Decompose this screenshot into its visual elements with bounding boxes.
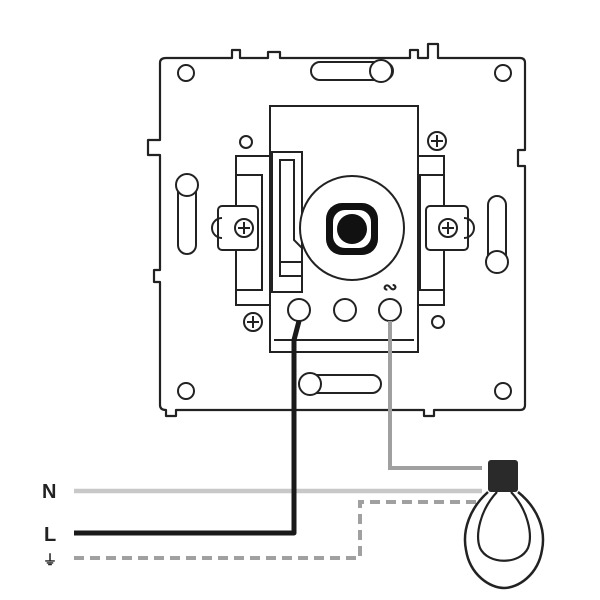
neutral-label: N [42,481,56,503]
right-slot-hole [485,250,509,274]
small-hole [239,135,253,149]
right-clamp [425,205,475,251]
mounting-slots [175,59,509,396]
terminal-middle [333,298,357,322]
bottom-slot-hole [298,372,322,396]
lamp-wire [388,321,482,470]
top-slot-hole [369,59,393,83]
live-wire [74,320,302,536]
terminal-live [287,298,311,322]
light-bulb-icon [463,460,545,590]
left-clamp [211,205,259,251]
corner-hole [177,64,195,82]
lamp-cap [488,460,518,492]
terminal-symbol: ∾ [382,277,397,297]
screw-head-icon [427,131,447,151]
rotary-knob [299,175,405,281]
corner-hole [494,64,512,82]
knob-core [337,214,367,244]
left-slot-hole [175,173,199,197]
corner-hole [177,382,195,400]
corner-holes [177,64,512,400]
lamp-filament [477,491,531,562]
terminal-output [378,298,402,322]
earth-ground-icon: ⏚ [43,552,57,568]
mechanism-screws [243,131,447,332]
live-label: L [44,524,56,546]
clip-bracket [271,151,303,293]
lamp-glass [463,491,545,590]
wire-terminals [287,298,402,322]
earth-wire [74,500,478,560]
small-holes [239,135,445,329]
screw-head-icon [243,312,263,332]
small-hole [431,315,445,329]
corner-hole [494,382,512,400]
